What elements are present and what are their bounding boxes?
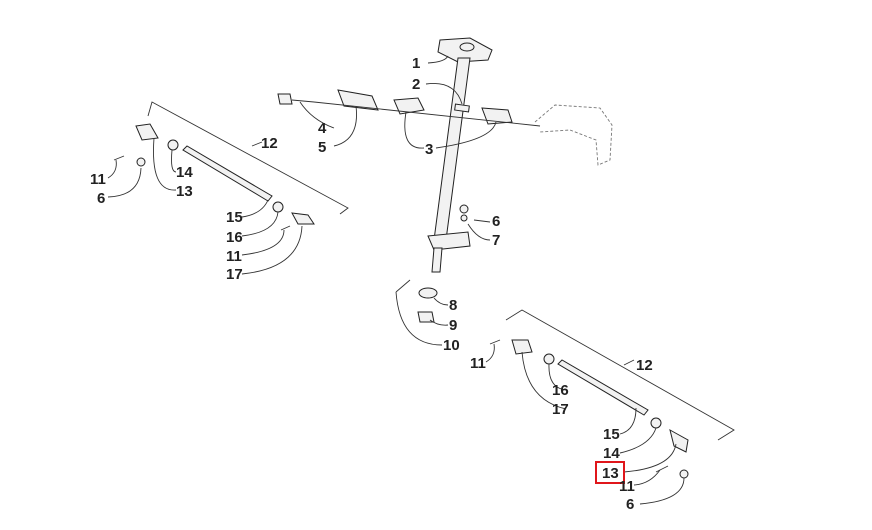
callout-12-left[interactable]: 12 xyxy=(261,135,278,152)
callout-11-left-a[interactable]: 11 xyxy=(90,171,106,188)
callout-9[interactable]: 9 xyxy=(449,317,457,334)
callout-12-right[interactable]: 12 xyxy=(636,357,653,374)
callout-11-left-b[interactable]: 11 xyxy=(226,248,242,265)
callout-13-right-highlighted[interactable]: 13 xyxy=(602,465,619,482)
callout-11-right-a[interactable]: 11 xyxy=(470,355,486,372)
leader-lines xyxy=(107,55,685,505)
callout-8[interactable]: 8 xyxy=(449,297,457,314)
callout-15-right[interactable]: 15 xyxy=(603,426,620,443)
callout-labels: 1 2 4 5 3 6 7 8 9 10 12 14 11 13 6 15 16… xyxy=(90,55,653,513)
callout-6-left[interactable]: 6 xyxy=(97,190,105,207)
frame-outline xyxy=(534,104,613,166)
steering-post xyxy=(427,37,493,273)
callout-17-left[interactable]: 17 xyxy=(226,266,243,283)
callout-13-left[interactable]: 13 xyxy=(176,183,193,200)
bolt-and-clip xyxy=(277,89,541,127)
callout-2[interactable]: 2 xyxy=(412,76,420,93)
callout-5[interactable]: 5 xyxy=(318,139,326,156)
callout-6-right[interactable]: 6 xyxy=(626,496,634,513)
callout-17-right[interactable]: 17 xyxy=(552,401,569,418)
right-tie-rod xyxy=(489,309,735,479)
column-hardware xyxy=(395,204,469,323)
callout-1[interactable]: 1 xyxy=(412,55,420,72)
callout-7[interactable]: 7 xyxy=(492,232,500,249)
callout-10[interactable]: 10 xyxy=(443,337,460,354)
callout-14-left[interactable]: 14 xyxy=(176,164,193,181)
callout-6[interactable]: 6 xyxy=(492,213,500,230)
left-tie-rod xyxy=(113,101,349,231)
callout-4[interactable]: 4 xyxy=(318,120,327,137)
clamp-blocks xyxy=(393,97,513,125)
callout-11-right-b[interactable]: 11 xyxy=(619,478,635,495)
callout-3[interactable]: 3 xyxy=(425,141,433,158)
callout-16-left[interactable]: 16 xyxy=(226,229,243,246)
highlight-box xyxy=(595,461,625,484)
callout-15-left[interactable]: 15 xyxy=(226,209,243,226)
callout-14-right[interactable]: 14 xyxy=(603,445,620,462)
callout-16-right[interactable]: 16 xyxy=(552,382,569,399)
